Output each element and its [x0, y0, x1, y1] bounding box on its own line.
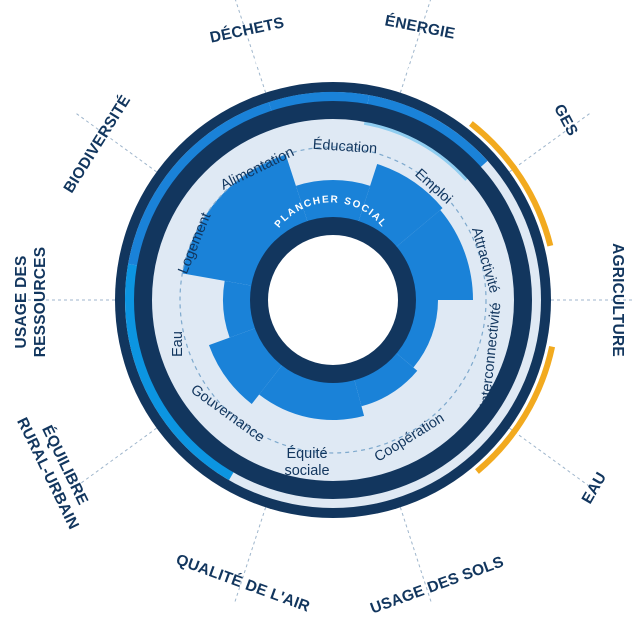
environmental-label: AGRICULTURE — [609, 243, 626, 357]
floor-segment — [223, 280, 256, 338]
environmental-label: ÉQUILIBRERURAL-URBAIN — [13, 407, 99, 533]
overshoot-markers — [469, 121, 556, 474]
environmental-label: DÉCHETS — [208, 14, 285, 46]
sector-divider — [73, 417, 172, 489]
ceiling-band — [134, 101, 532, 499]
floor-segment — [208, 328, 283, 405]
environmental-label: BIODIVERSITÉ — [61, 92, 135, 196]
floor-segment — [395, 300, 438, 368]
floor-shortfall-segments — [182, 154, 473, 420]
sector-divider — [233, 490, 272, 605]
floor-segment — [358, 163, 443, 248]
floor-segment — [395, 210, 473, 300]
environmental-label: QUALITÉ DE L'AIR — [174, 551, 313, 615]
environmental-label: USAGE DES SOLS — [368, 553, 506, 617]
floor-segment — [259, 364, 365, 420]
sector-divider — [394, 490, 433, 605]
overshoot-arc — [469, 121, 554, 247]
sector-divider — [73, 111, 172, 183]
overshoot-arc — [475, 345, 556, 474]
social-floor-ring — [250, 217, 416, 383]
environmental-label: EAU — [579, 470, 610, 507]
sector-divider — [494, 417, 593, 489]
sector-divider — [234, 0, 272, 110]
social-label: Eau — [170, 331, 186, 357]
floor-segment — [354, 352, 418, 407]
environmental-label: GES — [550, 102, 581, 139]
sector-dividers — [13, 0, 635, 605]
environmental-label: ÉNERGIE — [383, 12, 456, 42]
floor-segment — [182, 154, 308, 286]
sector-divider — [494, 111, 593, 183]
sector-divider — [394, 0, 432, 110]
floor-segment — [295, 180, 371, 223]
social-label: Éducation — [312, 136, 378, 157]
inner-dashed-ring — [179, 146, 487, 454]
